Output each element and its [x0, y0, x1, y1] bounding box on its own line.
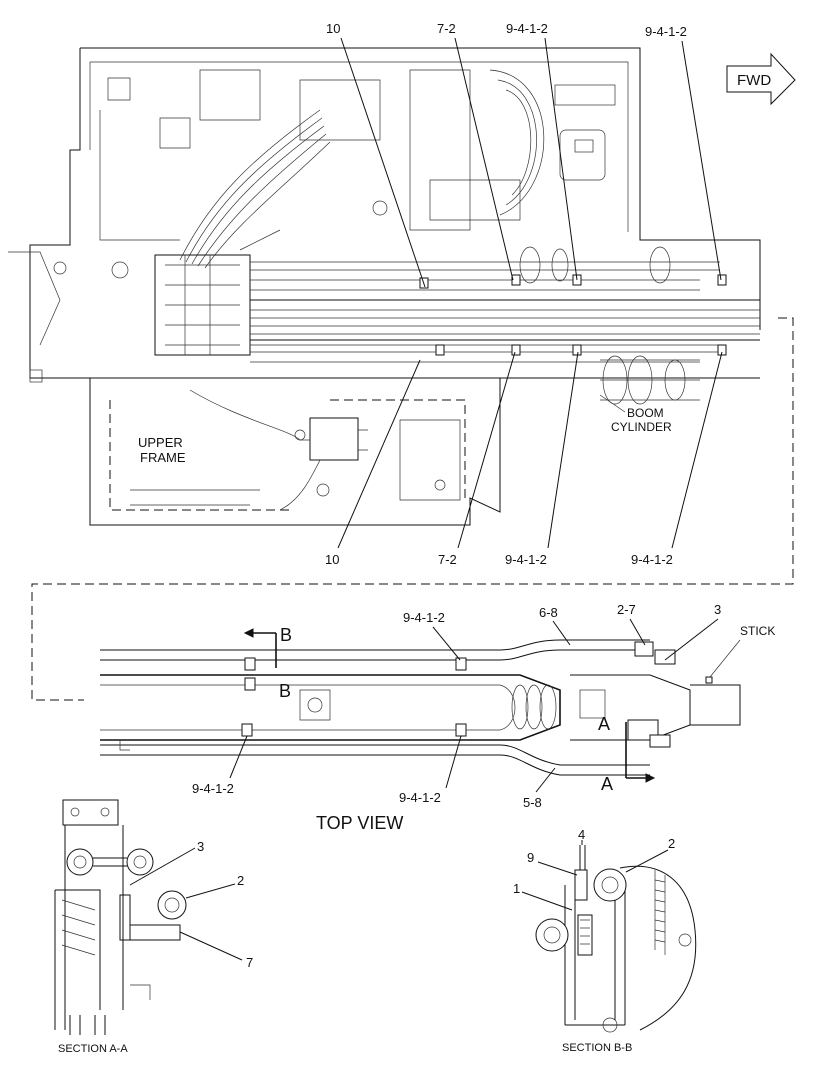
callout-bottom-0: 10 — [325, 552, 339, 567]
continuation-line — [31, 317, 794, 701]
callout-top-3: 9-4-1-2 — [645, 24, 687, 39]
callout-aa-2: 7 — [246, 955, 253, 970]
callout-bb-2: 9 — [527, 850, 534, 865]
section-b-b-label: SECTION B-B — [562, 1042, 632, 1054]
section-a-a — [54, 799, 243, 1035]
callout-top-0: 10 — [326, 21, 340, 36]
section-b-b-callouts: 4 2 9 1 — [513, 827, 675, 896]
callout-stick-2: 2-7 — [617, 602, 636, 617]
section-a-a-label: SECTION A-A — [58, 1043, 128, 1055]
callout-aa-1: 2 — [237, 873, 244, 888]
boom-cylinder-label-2: CYLINDER — [611, 420, 672, 434]
cut-a-bottom: A — [601, 774, 613, 794]
cut-b-bottom: B — [279, 681, 291, 701]
top-callouts: 10 7-2 9-4-1-2 9-4-1-2 — [326, 21, 722, 288]
section-b-b — [521, 840, 697, 1033]
callout-stick-bottom-1: 9-4-1-2 — [399, 790, 441, 805]
cut-a-top: A — [598, 714, 610, 734]
stick-bottom-callouts: 9-4-1-2 9-4-1-2 5-8 — [192, 735, 556, 810]
callout-aa-0: 3 — [197, 839, 204, 854]
callout-stick-bottom-2: 5-8 — [523, 795, 542, 810]
boom-cylinder — [519, 246, 700, 405]
callout-stick-bottom-0: 9-4-1-2 — [192, 781, 234, 796]
callout-stick-3: 3 — [714, 602, 721, 617]
section-cut-markers: B B A A — [243, 625, 656, 794]
bottom-callouts: 10 7-2 9-4-1-2 9-4-1-2 — [325, 351, 723, 567]
callout-bb-3: 1 — [513, 881, 520, 896]
fwd-label: FWD — [737, 72, 771, 89]
callout-bottom-1: 7-2 — [438, 552, 457, 567]
callout-stick-1: 6-8 — [539, 605, 558, 620]
callout-bottom-3: 9-4-1-2 — [631, 552, 673, 567]
callout-bb-1: 2 — [668, 836, 675, 851]
boom-cylinder-label-1: BOOM — [627, 406, 664, 420]
section-a-a-callouts: 3 2 7 — [197, 839, 253, 970]
forward-arrow-icon: FWD — [726, 52, 796, 106]
cut-b-top: B — [280, 625, 292, 645]
callout-bb-0: 4 — [578, 827, 585, 842]
callout-top-1: 7-2 — [437, 21, 456, 36]
upper-frame-label-2: FRAME — [140, 450, 186, 465]
upper-frame-label-1: UPPER — [138, 435, 183, 450]
callout-bottom-2: 9-4-1-2 — [505, 552, 547, 567]
stick-top-view — [100, 639, 741, 776]
stick-label: STICK — [740, 624, 775, 638]
top-view-label: TOP VIEW — [316, 813, 403, 833]
upper-frame-view — [8, 47, 761, 526]
callout-stick-0: 9-4-1-2 — [403, 610, 445, 625]
callout-top-2: 9-4-1-2 — [506, 21, 548, 36]
stick-cylinder — [299, 684, 557, 731]
stick-callouts: 9-4-1-2 6-8 2-7 3 STICK — [403, 602, 775, 678]
